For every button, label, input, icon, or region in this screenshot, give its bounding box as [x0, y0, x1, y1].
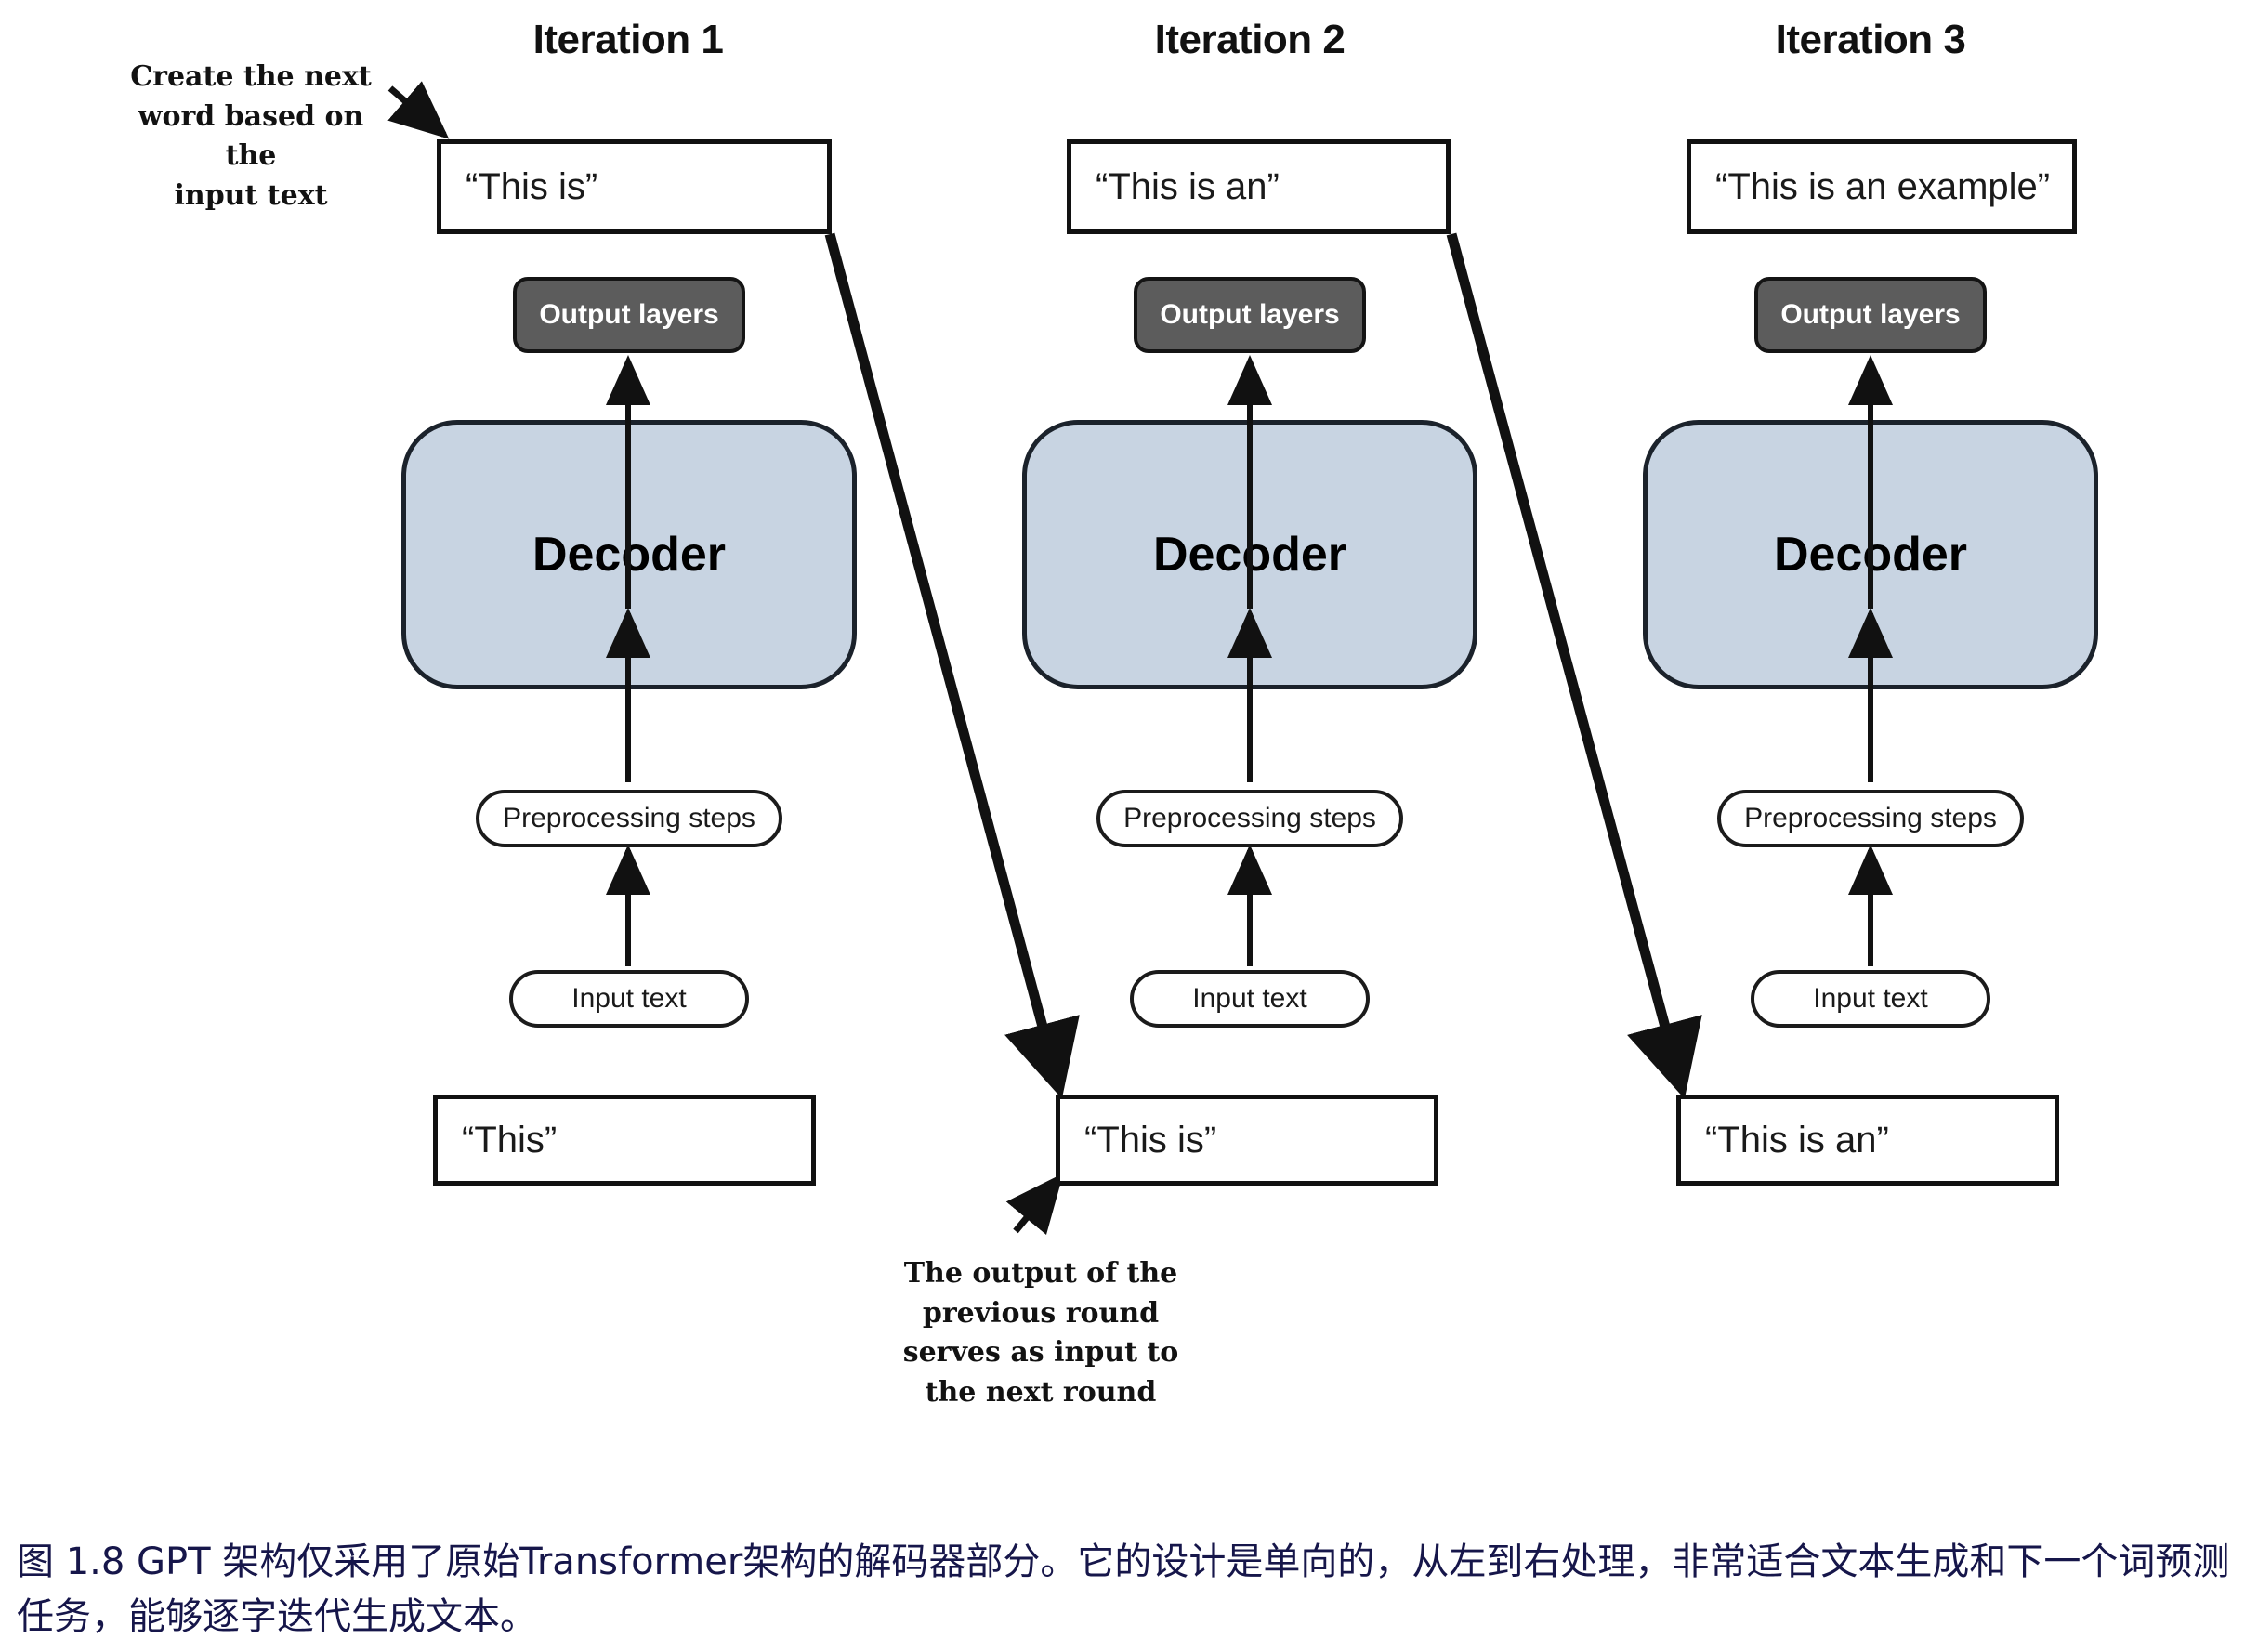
annotation-create-next-word: Create the next word based on the input …	[112, 58, 390, 216]
output-string-box-iteration-2[interactable]: “This is an”	[1067, 139, 1451, 234]
input-text-box-iteration-3[interactable]: Input text	[1751, 970, 1990, 1028]
annotation-arrow-create-next-word	[387, 81, 450, 139]
output-layers-box-iteration-2[interactable]: Output layers	[1134, 277, 1366, 353]
decoder-box-iteration-3[interactable]: Decoder	[1643, 420, 2098, 689]
output-layers-box-iteration-3[interactable]: Output layers	[1754, 277, 1987, 353]
annotation-line-1: The output of the	[903, 1257, 1178, 1290]
input-text-box-iteration-2[interactable]: Input text	[1130, 970, 1370, 1028]
output-layers-box-iteration-1[interactable]: Output layers	[513, 277, 745, 353]
input-string-box-iteration-3[interactable]: “This is an”	[1676, 1095, 2059, 1186]
arrow-iteration1-output-to-iteration2-input	[824, 232, 1080, 1099]
decoder-box-iteration-1[interactable]: Decoder	[401, 420, 857, 689]
annotation-output-previous-round: The output of the previous round serves …	[892, 1254, 1189, 1412]
column-header-iteration-2: Iteration 2	[1154, 17, 1346, 62]
input-string-box-iteration-1[interactable]: “This”	[433, 1095, 816, 1186]
column-header-iteration-3: Iteration 3	[1775, 17, 1966, 62]
annotation-line-2: word based on the	[138, 99, 364, 173]
decoder-box-iteration-2[interactable]: Decoder	[1022, 420, 1477, 689]
annotation-line-1: Create the next	[130, 60, 372, 93]
input-string-box-iteration-2[interactable]: “This is”	[1056, 1095, 1438, 1186]
preprocessing-box-iteration-1[interactable]: Preprocessing steps	[476, 790, 782, 847]
column-header-iteration-1: Iteration 1	[532, 17, 724, 62]
input-text-box-iteration-1[interactable]: Input text	[509, 970, 749, 1028]
annotation-line-3: input text	[174, 178, 328, 212]
figure-caption: 图 1.8 GPT 架构仅采用了原始Transformer架构的解码器部分。它的…	[17, 1541, 2230, 1639]
output-string-box-iteration-3[interactable]: “This is an example”	[1687, 139, 2077, 234]
annotation-line-3: serves as input to	[902, 1336, 1179, 1370]
preprocessing-box-iteration-3[interactable]: Preprocessing steps	[1717, 790, 2024, 847]
annotation-arrow-output-previous-round	[1005, 1173, 1064, 1236]
preprocessing-box-iteration-2[interactable]: Preprocessing steps	[1096, 790, 1403, 847]
arrow-iteration2-output-to-iteration3-input	[1446, 232, 1702, 1099]
annotation-line-4: the next round	[925, 1375, 1157, 1409]
annotation-line-2: previous round	[922, 1296, 1160, 1330]
output-string-box-iteration-1[interactable]: “This is”	[437, 139, 832, 234]
